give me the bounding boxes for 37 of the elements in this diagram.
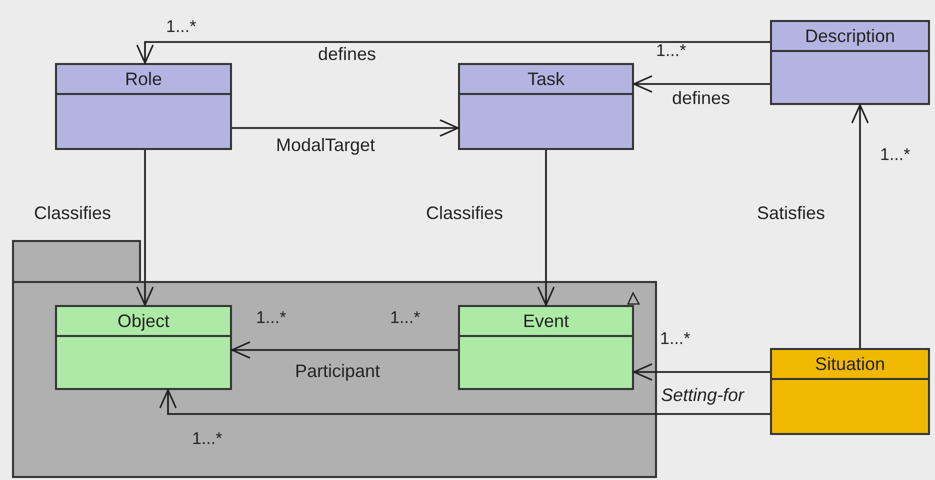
class-box: [458, 63, 634, 150]
class-name: Event: [522, 312, 570, 330]
association-arrow: [537, 150, 555, 306]
multiplicity-label: 1...*: [192, 430, 222, 447]
edge-label: ModalTarget: [276, 136, 376, 154]
association-arrow: [633, 363, 770, 381]
edge-label: defines: [672, 89, 730, 107]
association-arrow: [231, 341, 458, 359]
multiplicity-label: 1...*: [166, 18, 196, 35]
multiplicity-label: 1...*: [880, 146, 910, 163]
edge-label: Satisfies: [757, 204, 826, 222]
class-box: [458, 305, 634, 390]
edge-label: defines: [318, 45, 376, 63]
class-box: [770, 20, 930, 105]
class-name: Role: [124, 70, 162, 88]
multiplicity-label: 1...*: [256, 309, 286, 326]
class-box: [770, 348, 930, 435]
class-name: Situation: [814, 355, 886, 373]
association-arrow: [159, 389, 770, 415]
class-name: Description: [804, 27, 896, 45]
association-arrow: [136, 150, 154, 306]
edge-label: Classifies: [34, 204, 112, 222]
class-name: Object: [117, 312, 170, 330]
multiplicity-label: 1...*: [390, 309, 420, 326]
edge-label: Classifies: [426, 204, 504, 222]
association-arrow: [633, 75, 770, 93]
edge-label: Setting-for: [661, 386, 744, 404]
association-arrow: [232, 119, 459, 137]
package-folder: [12, 240, 657, 478]
class-box: [55, 305, 232, 390]
association-arrow: [136, 41, 770, 64]
multiplicity-label: 1...*: [660, 330, 690, 347]
class-box: [55, 63, 232, 150]
multiplicity-label: 1...*: [656, 42, 686, 59]
edge-label: Participant: [295, 362, 380, 380]
association-arrow: [851, 104, 869, 348]
class-name: Task: [527, 70, 564, 88]
